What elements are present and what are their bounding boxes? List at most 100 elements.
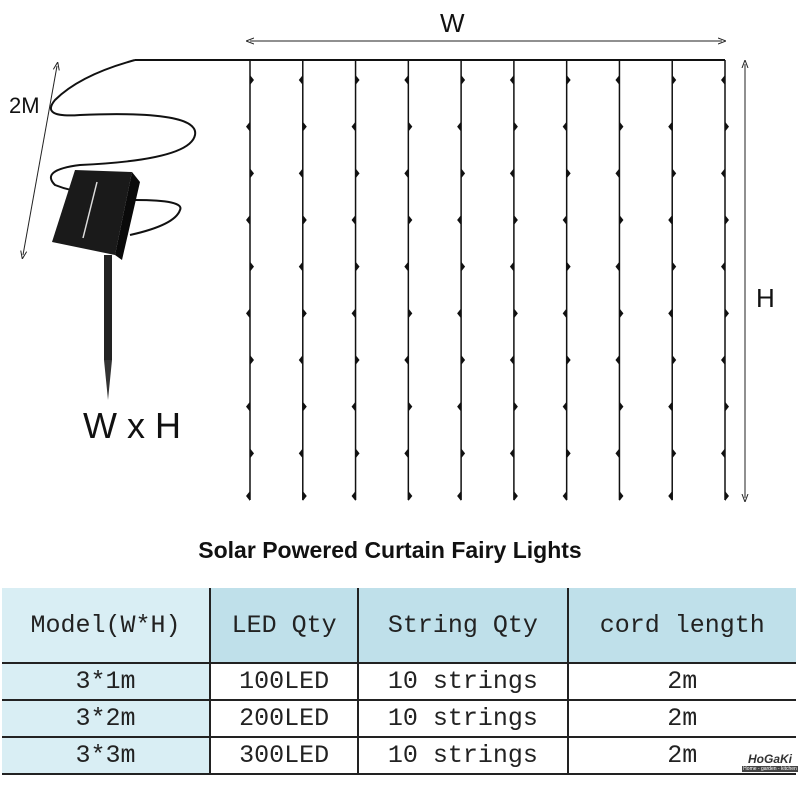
led-bulb — [513, 491, 518, 501]
led-bulb — [246, 121, 250, 132]
led-bulb — [408, 215, 413, 225]
led-bulb — [250, 448, 254, 459]
led-bulb — [509, 261, 514, 272]
led-bulb — [672, 448, 677, 459]
led-bulb — [302, 491, 307, 501]
led-bulb — [619, 401, 624, 412]
led-bulb — [509, 448, 514, 459]
led-bulb — [250, 261, 254, 272]
led-bulb — [509, 168, 514, 179]
led-bulb — [302, 401, 307, 412]
led-bulb — [457, 121, 462, 132]
cord-length-arrow — [23, 66, 57, 255]
led-bulb — [619, 491, 624, 501]
led-bulb — [725, 308, 729, 319]
led-bulb — [619, 121, 624, 132]
led-bulb — [457, 215, 462, 225]
led-bulb — [566, 261, 571, 272]
logo-name: HoGaKi — [747, 752, 792, 766]
led-bulb — [351, 401, 356, 412]
led-bulb — [302, 308, 307, 319]
led-bulb — [509, 75, 514, 85]
cell-led-qty: 300LED — [210, 737, 360, 775]
led-bulb — [509, 355, 514, 365]
led-bulb — [250, 355, 254, 365]
led-bulb — [725, 401, 729, 412]
led-bulb — [351, 491, 356, 501]
led-bulb — [562, 215, 567, 225]
cord-length-label: 2M — [9, 93, 40, 118]
led-bulb — [298, 75, 303, 85]
cell-model: 3*3m — [2, 737, 211, 775]
table-row: 3*3m 300LED 10 strings 2m — [2, 737, 796, 775]
led-bulb — [672, 168, 677, 179]
led-bulb — [355, 168, 360, 179]
led-bulb — [513, 308, 518, 319]
led-bulb — [562, 308, 567, 319]
led-bulb — [457, 491, 462, 501]
led-bulb — [298, 261, 303, 272]
led-bulb — [721, 448, 725, 459]
led-bulb — [461, 355, 466, 365]
led-bulb — [250, 75, 254, 85]
spec-table: Model(W*H) LED Qty String Qty cord lengt… — [2, 588, 796, 775]
led-bulb — [619, 308, 624, 319]
solar-cord — [49, 59, 197, 236]
cell-cord-length: 2m — [567, 700, 796, 738]
header-string-qty: String Qty — [358, 588, 569, 664]
led-bulb — [615, 261, 620, 272]
led-bulb — [404, 168, 409, 179]
led-bulb — [408, 308, 413, 319]
led-bulb — [404, 75, 409, 85]
led-bulb — [566, 448, 571, 459]
curtain-diagram — [0, 0, 800, 530]
led-bulb — [562, 491, 567, 501]
led-bulb — [725, 121, 729, 132]
led-bulb — [721, 168, 725, 179]
cell-string-qty: 10 strings — [358, 663, 569, 701]
led-bulb — [721, 355, 725, 365]
led-bulb — [566, 75, 571, 85]
led-bulb — [725, 215, 729, 225]
table-row: 3*1m 100LED 10 strings 2m — [2, 663, 796, 701]
led-bulb — [302, 215, 307, 225]
led-bulb — [513, 121, 518, 132]
led-bulb — [351, 121, 356, 132]
led-bulb — [302, 121, 307, 132]
cell-string-qty: 10 strings — [358, 700, 569, 738]
led-bulb — [566, 168, 571, 179]
led-bulb — [461, 261, 466, 272]
led-bulb — [250, 168, 254, 179]
led-bulb — [404, 261, 409, 272]
product-title: Solar Powered Curtain Fairy Lights — [198, 537, 582, 563]
led-bulb — [668, 121, 673, 132]
size-label: W x H — [83, 405, 181, 446]
led-bulb — [461, 75, 466, 85]
led-bulb — [457, 308, 462, 319]
led-bulb — [672, 75, 677, 85]
led-bulb — [408, 491, 413, 501]
cell-model: 3*2m — [2, 700, 211, 738]
led-bulb — [668, 401, 673, 412]
led-bulb — [566, 355, 571, 365]
led-bulb — [355, 448, 360, 459]
led-bulb — [461, 168, 466, 179]
led-bulb — [246, 491, 250, 501]
led-bulb — [461, 448, 466, 459]
led-bulb — [668, 491, 673, 501]
led-bulb — [672, 261, 677, 272]
cell-led-qty: 100LED — [210, 663, 360, 701]
table-row: 3*2m 200LED 10 strings 2m — [2, 700, 796, 738]
led-bulb — [298, 168, 303, 179]
led-bulb — [513, 215, 518, 225]
led-bulb — [355, 261, 360, 272]
led-bulb — [408, 401, 413, 412]
led-bulb — [725, 491, 729, 501]
height-label: H — [756, 283, 775, 313]
led-bulb — [355, 75, 360, 85]
led-bulb — [513, 401, 518, 412]
led-bulb — [562, 401, 567, 412]
width-label: W — [440, 8, 465, 38]
led-bulb — [615, 355, 620, 365]
